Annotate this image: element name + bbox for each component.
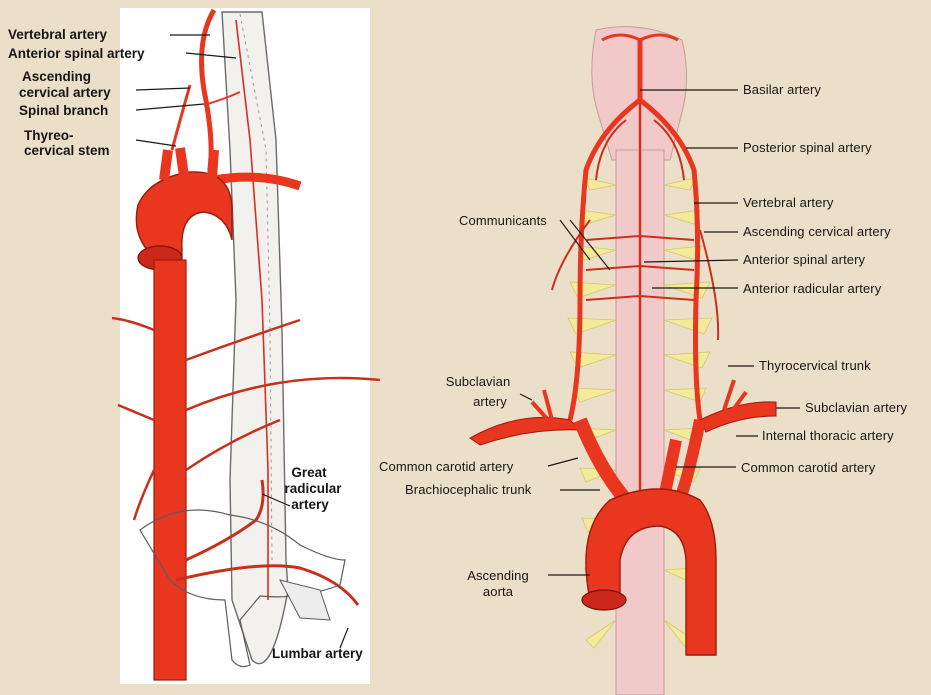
label-ascending-aorta-1: Ascending [467, 568, 529, 583]
label-basilar-artery: Basilar artery [743, 82, 821, 97]
label-anterior-spinal-artery-left: Anterior spinal artery [8, 46, 145, 61]
label-thyreocervical-stem-1: Thyreo- [24, 128, 74, 143]
label-lumbar-artery: Lumbar artery [272, 646, 363, 661]
label-subclavian-artery-right: Subclavian artery [805, 400, 908, 415]
left-leader-lines [135, 34, 349, 649]
label-great-radicular-2: radicular [284, 481, 342, 496]
label-anterior-radicular-artery: Anterior radicular artery [743, 281, 882, 296]
label-ascending-aorta-2: aorta [482, 584, 514, 599]
subclavian-artery-left-shape [469, 416, 582, 446]
label-vertebral-artery-left: Vertebral artery [8, 27, 108, 42]
label-communicants: Communicants [459, 213, 547, 228]
label-great-radicular-3: artery [291, 497, 329, 512]
vertebral-artery-right-pair [567, 98, 703, 421]
label-subclavian-artery-left-1: Subclavian [445, 374, 511, 389]
common-carotid-left-shape [573, 417, 632, 505]
label-thyreocervical-stem-2: cervical stem [24, 143, 110, 158]
label-ascending-cervical-artery-left-2: cervical artery [19, 85, 111, 100]
label-thyrocervical-trunk: Thyrocervical trunk [759, 358, 871, 373]
label-ascending-cervical-artery-right: Ascending cervical artery [743, 224, 891, 239]
label-great-radicular-1: Great [291, 465, 327, 480]
label-vertebral-artery-right: Vertebral artery [743, 195, 834, 210]
common-carotid-right-shape [658, 438, 682, 500]
label-ascending-cervical-artery-left-1: Ascending [22, 69, 92, 84]
vertebral-artery-left [199, 8, 217, 171]
label-posterior-spinal-artery: Posterior spinal artery [743, 140, 872, 155]
aortic-arch-right [585, 488, 717, 656]
anterior-spinal-artery-left [235, 19, 269, 600]
label-common-carotid-artery-left: Common carotid artery [379, 459, 514, 474]
label-spinal-branch: Spinal branch [19, 103, 109, 118]
label-brachiocephalic-trunk: Brachiocephalic trunk [405, 482, 532, 497]
lumbar-artery-left [175, 564, 360, 606]
left-illustration [111, 8, 381, 681]
right-leader-lines [519, 89, 800, 576]
right-illustration [469, 26, 800, 695]
label-common-carotid-artery-right: Common carotid artery [741, 460, 876, 475]
label-anterior-spinal-artery-right: Anterior spinal artery [743, 252, 866, 267]
label-subclavian-artery-left-2: artery [473, 394, 507, 409]
label-internal-thoracic-artery: Internal thoracic artery [762, 428, 894, 443]
